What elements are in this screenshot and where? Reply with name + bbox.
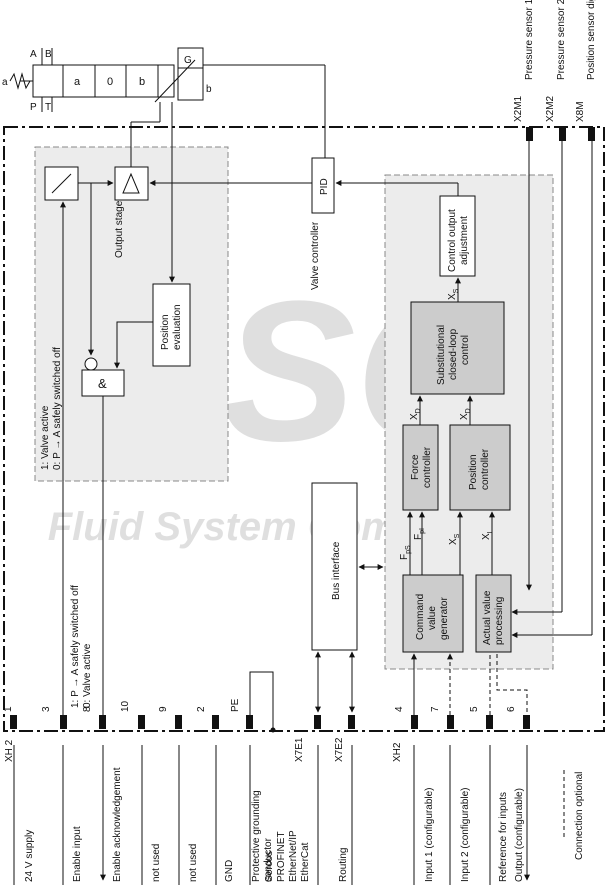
command-value-block	[402, 574, 464, 653]
pin-7: 7	[430, 706, 441, 712]
substitutional-label-2: closed-loop	[448, 328, 459, 380]
pin-3: 3	[41, 706, 52, 712]
enable-ack-note-2: 0: Valve active	[82, 643, 93, 708]
group-x7e1: X7E1	[294, 737, 305, 762]
label-ethernet-ip: EtherNet/IP	[288, 830, 299, 882]
position-evaluation-label-1: Position	[160, 314, 171, 350]
label-enable-acknowledgement: Enable acknowledgement	[112, 767, 123, 882]
legend-label: Connection optional	[574, 772, 585, 860]
label-gnd: GND	[224, 860, 235, 882]
connector-x8m-label: Position sensor digital	[586, 0, 597, 80]
sensor-g-label: G	[184, 55, 192, 66]
and-gate-block	[81, 369, 125, 397]
label-protective-grounding-1: Protective grounding	[251, 790, 262, 882]
group-xh2-right: XH2	[392, 742, 403, 762]
substitutional-label-3: control	[460, 335, 471, 365]
command-value-label-2: value	[427, 606, 438, 630]
actual-value-label-2: processing	[494, 597, 505, 645]
pin-1: 1	[3, 706, 14, 712]
signal-xd-force: XD	[409, 408, 422, 420]
control-output-label-1: Control output	[447, 209, 458, 272]
port-b-label: B	[45, 49, 52, 60]
valve-active-note-2: 0: P → A safely switched off	[52, 347, 63, 470]
label-enable-input: Enable input	[72, 826, 83, 882]
pin-10: 10	[120, 700, 131, 712]
substitutional-label-1: Substitutional	[436, 325, 447, 385]
label-reference-inputs: Reference for inputs	[498, 792, 509, 882]
label-not-used-9: not used	[188, 844, 199, 882]
connector-x2m1-label: Pressure sensor 1	[524, 0, 535, 80]
connector-x2m2-label: Pressure sensor 2	[556, 0, 567, 80]
solenoid-b-label: b	[206, 84, 212, 95]
connector-x8m: X8M	[575, 101, 586, 122]
valve-active-note-1: 1: Valve active	[40, 405, 51, 470]
actual-value-block	[475, 574, 512, 653]
pid-label: PID	[319, 178, 330, 195]
valve-position-b: b	[139, 76, 145, 88]
valve-controller-label: Valve controller	[310, 221, 321, 290]
enable-ack-note-1: 1: P → A safely switched off	[70, 585, 81, 708]
label-not-used-10: not used	[151, 844, 162, 882]
valve-position-0: 0	[107, 76, 113, 88]
signal-fpi: FpI	[413, 528, 426, 540]
label-ethercat: EtherCat	[300, 842, 311, 882]
bus-interface-block	[311, 482, 358, 651]
pin-5: 5	[469, 706, 480, 712]
label-sercos: Sercos	[264, 851, 275, 882]
inverter-circle	[84, 357, 98, 371]
signal-xs: XS	[447, 288, 460, 300]
force-controller-label-2: controller	[422, 446, 433, 488]
signal-xi: XI	[481, 531, 494, 540]
position-evaluation-block	[152, 283, 191, 367]
pin-6: 6	[506, 706, 517, 712]
output-stage-label: Output stage	[114, 200, 125, 258]
and-gate-label: &	[98, 376, 107, 391]
position-controller-label-1: Position	[468, 454, 479, 490]
label-routing: Routing	[338, 848, 349, 882]
pin-8: 8	[82, 706, 93, 712]
label-24v-supply: 24 V supply	[24, 830, 35, 882]
bus-interface-label: Bus interface	[331, 541, 342, 600]
group-x7e2: X7E2	[334, 737, 345, 762]
connector-x2m1: X2M1	[513, 95, 524, 122]
pin-4: 4	[394, 706, 405, 712]
position-controller-label-2: controller	[480, 448, 491, 490]
proportional-valve	[9, 47, 326, 158]
device-enclosure	[3, 126, 605, 732]
signal-xs-lower: XS	[448, 533, 461, 545]
label-output-configurable: Output (configurable)	[514, 788, 525, 882]
pin-pe: PE	[230, 698, 241, 712]
power-section	[34, 146, 229, 482]
port-a-label: A	[30, 49, 37, 60]
valve-position-a: a	[74, 76, 81, 88]
label-input-2: Input 2 (configurable)	[460, 787, 471, 882]
group-xh2-left: XH 2	[4, 739, 15, 762]
port-t-label: T	[45, 102, 51, 113]
bottom-connector-glyphs	[10, 715, 530, 729]
position-evaluation-label-2: evaluation	[172, 304, 183, 350]
solenoid-a-label: a	[2, 77, 8, 88]
command-value-label-1: Command	[415, 594, 426, 640]
connector-x2m2: X2M2	[545, 95, 556, 122]
label-profinet: PROFINET	[276, 831, 287, 882]
pin-9: 9	[158, 706, 169, 712]
command-value-label-3: generator	[439, 597, 450, 640]
label-input-1: Input 1 (configurable)	[424, 787, 435, 882]
top-connector-glyphs	[526, 127, 595, 141]
actual-value-label-1: Actual value	[482, 590, 493, 645]
port-p-label: P	[30, 102, 37, 113]
pin-2: 2	[196, 706, 207, 712]
label-protective-grounding-2: conductor	[263, 837, 274, 882]
signal-xd-position: XD	[459, 408, 472, 420]
position-controller-block	[449, 424, 511, 511]
control-output-label-2: adjustment	[459, 216, 470, 265]
signal-fps: FpS	[399, 545, 412, 560]
pid-block	[311, 157, 335, 214]
force-controller-label-1: Force	[410, 454, 421, 480]
force-controller-block	[402, 424, 439, 511]
substitutional-block	[410, 301, 505, 395]
